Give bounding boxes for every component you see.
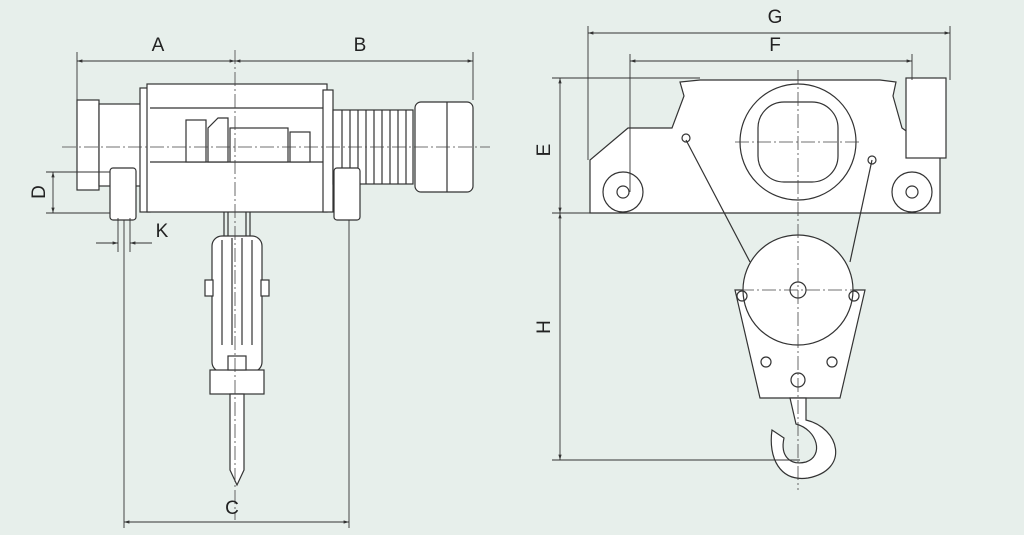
trolley-wheel-left <box>602 171 644 213</box>
label-A: A <box>152 35 165 56</box>
label-E: E <box>534 144 555 157</box>
label-C: C <box>225 498 239 519</box>
hook <box>770 397 837 479</box>
trolley-wheel-right <box>891 171 933 213</box>
control-box <box>905 77 947 159</box>
wheel-right <box>333 167 361 221</box>
frame-right-plate <box>322 89 334 213</box>
hook-crosshead <box>209 369 265 395</box>
side-view-dimensions: A B D K C <box>29 35 474 528</box>
label-B: B <box>354 35 367 56</box>
front-view-dimensions: G F E H <box>534 7 951 461</box>
hook-side <box>229 393 245 487</box>
label-K: K <box>156 221 169 242</box>
hook-block <box>211 235 263 373</box>
label-H: H <box>534 320 555 334</box>
wheel-left <box>109 167 137 221</box>
front-view <box>589 70 947 490</box>
label-D: D <box>29 185 50 199</box>
label-F: F <box>769 35 781 56</box>
gearbox-cover <box>76 99 100 191</box>
label-G: G <box>768 7 783 28</box>
side-view <box>62 50 490 520</box>
